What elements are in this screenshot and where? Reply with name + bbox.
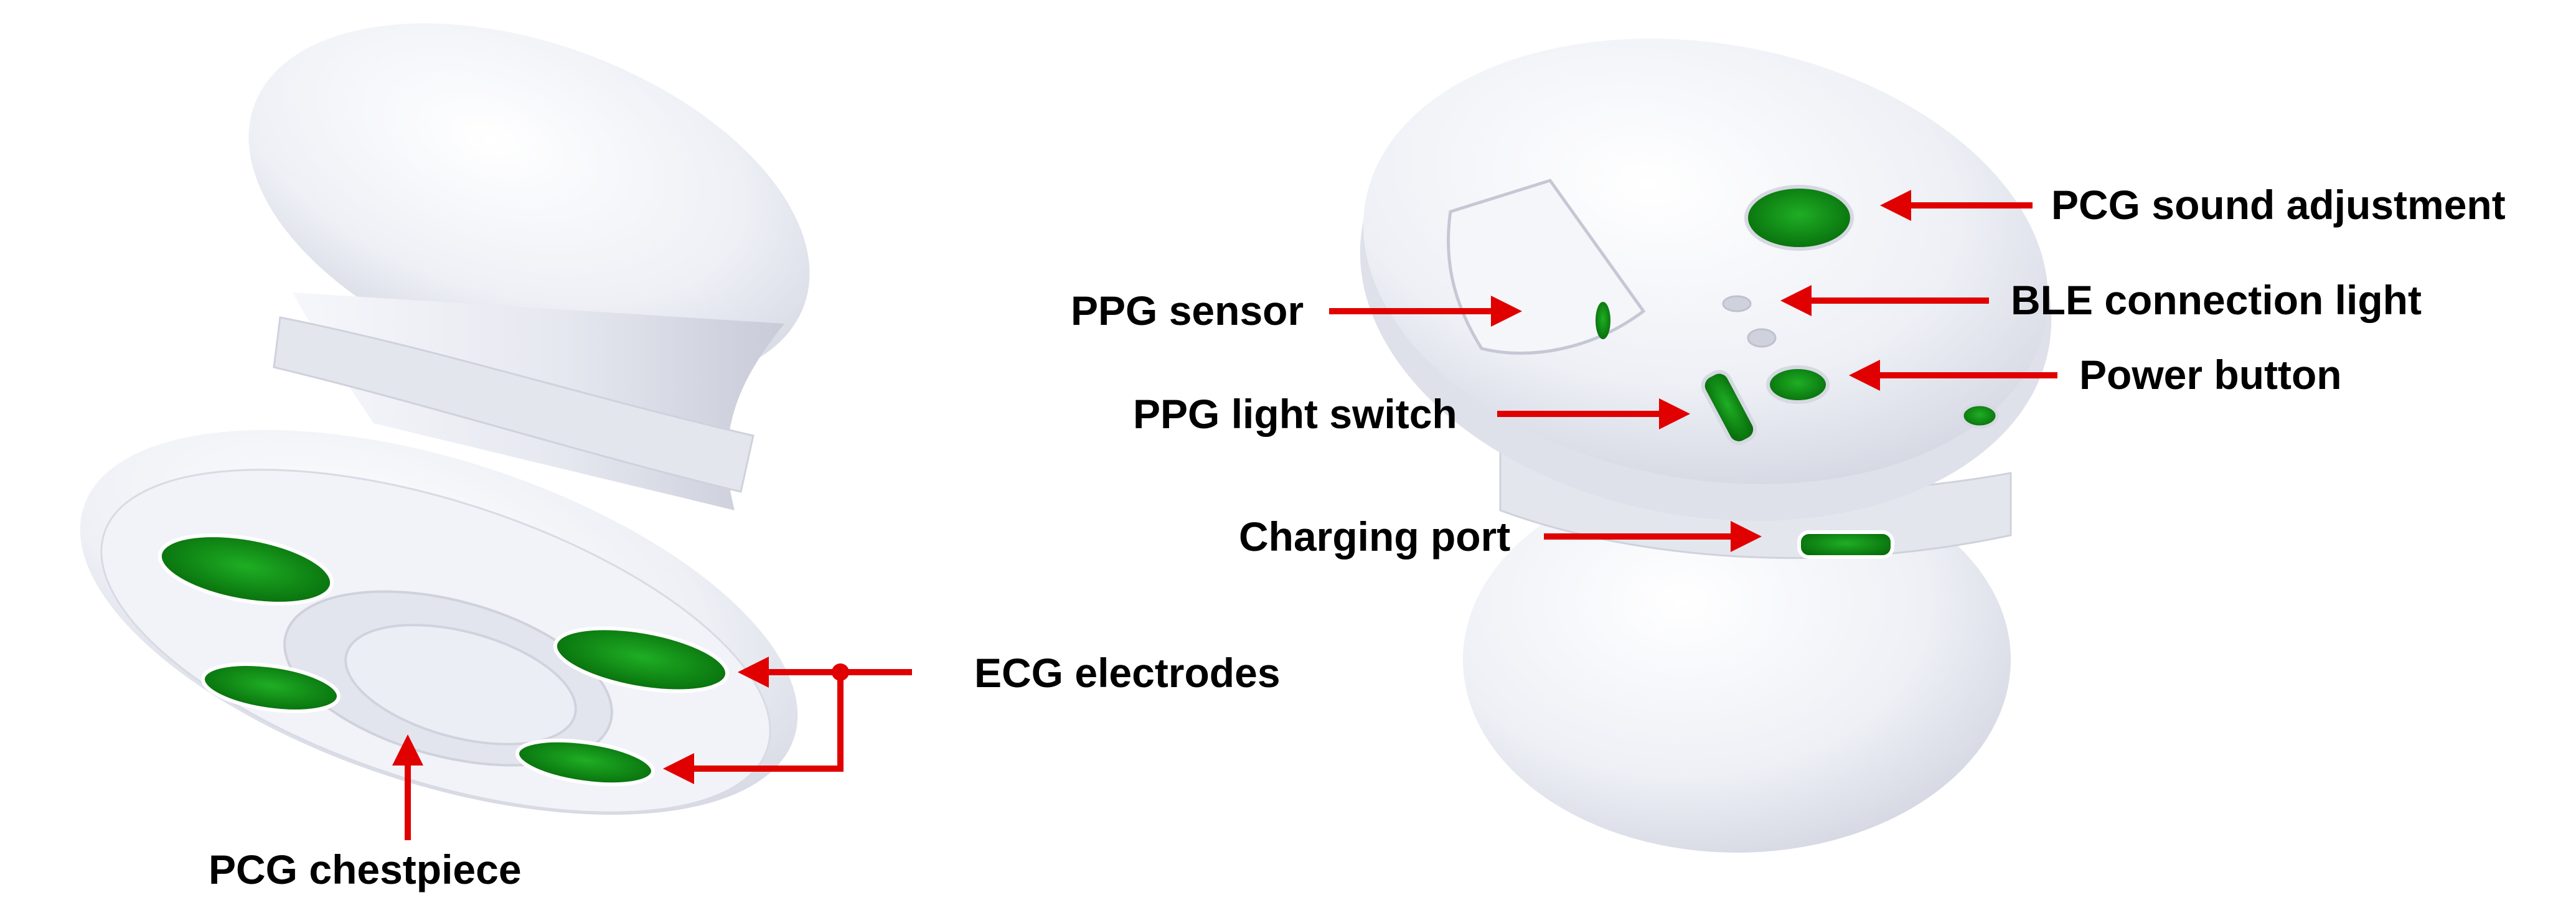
left-device-top-cap xyxy=(248,23,810,388)
pcg-sound-adjustment-knob xyxy=(1744,185,1854,251)
ble-connection-light-label: BLE connection light xyxy=(2011,277,2422,323)
ble-indicator-hole xyxy=(1747,328,1777,348)
power-button xyxy=(1766,365,1830,404)
charging-port-label: Charging port xyxy=(1239,513,1510,560)
pcg-chestpiece-label: PCG chestpiece xyxy=(209,846,522,892)
ble-connection-light-hole xyxy=(1722,295,1752,312)
ppg-sensor-window xyxy=(1596,302,1610,339)
pcg-sound-adjustment-label: PCG sound adjustment xyxy=(2051,182,2506,228)
pcg-chestpiece-center xyxy=(344,624,577,746)
ecg-electrodes-label: ECG electrodes xyxy=(974,650,1281,696)
ppg-sensor-label: PPG sensor xyxy=(1071,288,1304,334)
power-button-label: Power button xyxy=(2079,352,2342,398)
left-device xyxy=(80,23,810,815)
ecg-electrode xyxy=(200,662,341,713)
right-device-lower-body xyxy=(1463,467,2011,853)
ppg-light-switch xyxy=(1701,370,1757,445)
ecg-electrode xyxy=(515,738,656,787)
right-device xyxy=(1360,39,2052,853)
right-device-small-hole xyxy=(1960,403,1999,429)
ecg-electrodes-arrow-branch xyxy=(663,672,844,784)
ecg-electrode xyxy=(553,626,730,693)
ecg-electrode xyxy=(157,533,334,606)
ecg-electrodes-junction xyxy=(832,663,849,681)
annotation-arrows xyxy=(392,190,2057,840)
charging-port xyxy=(1797,530,1894,559)
ppg-light-switch-label: PPG light switch xyxy=(1133,391,1457,437)
left-device-engraved-band xyxy=(273,316,754,493)
